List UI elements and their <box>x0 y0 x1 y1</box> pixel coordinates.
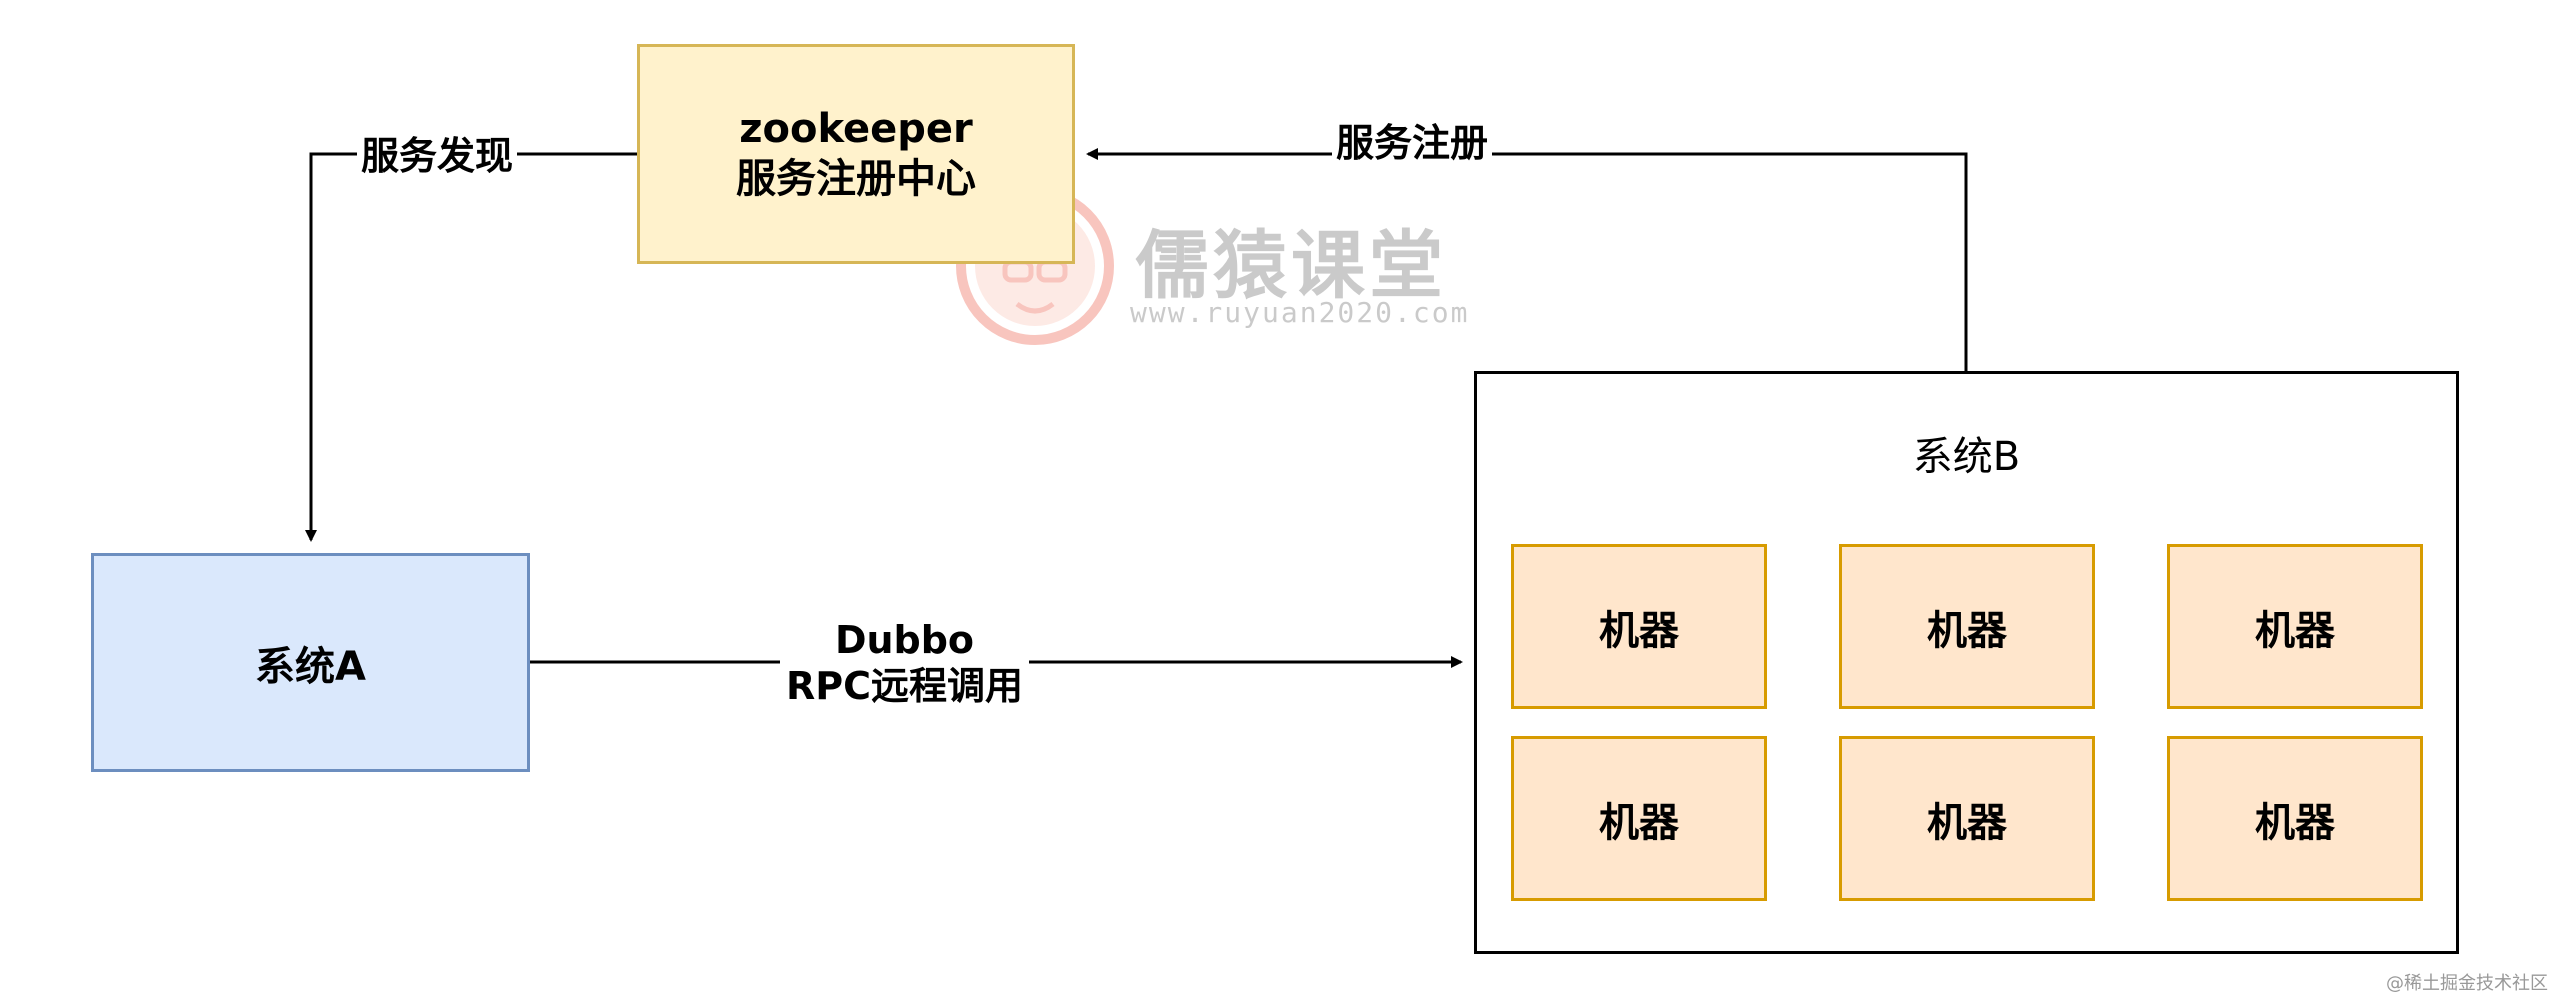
machine-node: 机器 <box>2167 736 2423 901</box>
machine-node: 机器 <box>1839 736 2095 901</box>
machine-node: 机器 <box>1511 736 1767 901</box>
system-b-title: 系统B <box>1912 434 2021 480</box>
system-a-node: 系统A <box>91 553 530 772</box>
zookeeper-node: zookeeper 服务注册中心 <box>637 44 1075 264</box>
rpc-label-line1: Dubbo <box>834 618 975 662</box>
machine-label: 机器 <box>2255 799 2335 846</box>
system-b-node: 系统B 机器 机器 机器 机器 机器 机器 <box>1474 371 2459 954</box>
discovery-edge <box>305 152 637 542</box>
registration-edge-label: 服务注册 <box>1332 121 1493 167</box>
discovery-edge-label: 服务发现 <box>357 134 518 180</box>
machine-label: 机器 <box>1599 799 1679 846</box>
machine-label: 机器 <box>1927 607 2007 654</box>
watermark-title: 儒猿课堂 <box>1135 223 1447 309</box>
zookeeper-subtitle: 服务注册中心 <box>736 156 976 202</box>
machine-label: 机器 <box>2255 607 2335 654</box>
rpc-edge-label: Dubbo RPC远程调用 <box>780 618 1029 710</box>
machine-node: 机器 <box>1839 544 2095 709</box>
system-a-label: 系统A <box>255 643 366 690</box>
watermark-url: www.ruyuan2020.com <box>1130 296 1470 329</box>
machine-label: 机器 <box>1599 607 1679 654</box>
footer-credit: @稀土掘金技术社区 <box>2386 973 2548 994</box>
machine-label: 机器 <box>1927 799 2007 846</box>
rpc-label-line2: RPC远程调用 <box>786 663 1023 708</box>
machine-node: 机器 <box>2167 544 2423 709</box>
machine-node: 机器 <box>1511 544 1767 709</box>
zookeeper-title: zookeeper <box>739 106 973 152</box>
